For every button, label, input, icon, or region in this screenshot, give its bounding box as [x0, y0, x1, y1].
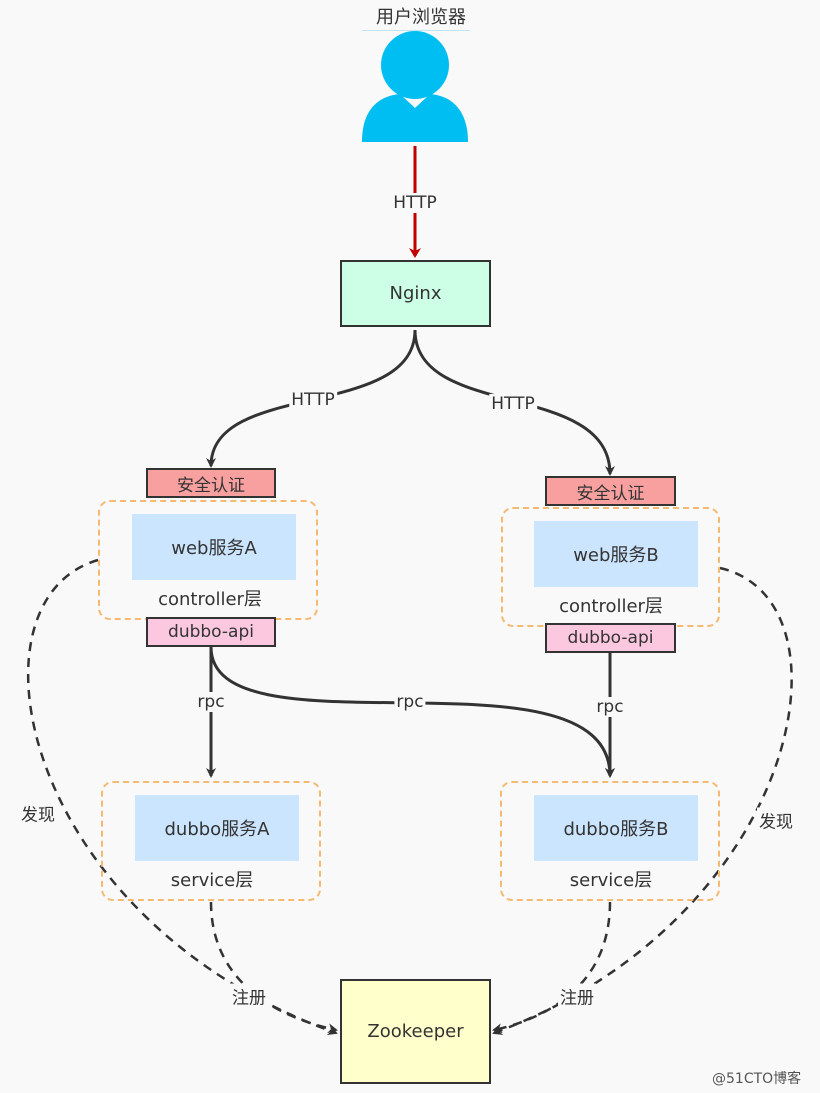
dubbo-b-service: dubbo服务B	[534, 795, 698, 861]
dubbo-a-layer: service层	[170, 870, 254, 891]
user-title-underline	[362, 30, 470, 31]
web-a-api: dubbo-api	[146, 617, 276, 647]
web-b-service: web服务B	[534, 521, 698, 587]
edge-label-user-nginx: HTTP	[391, 193, 439, 213]
dubbo-a-service: dubbo服务A	[135, 795, 299, 861]
edge-label-rpc-a: rpc	[195, 692, 227, 712]
edge-label-rpc-b: rpc	[594, 697, 626, 717]
edge-label-register-right: 注册	[558, 983, 596, 1009]
dubbo-a-group	[101, 781, 321, 901]
edge-label-register-left: 注册	[230, 983, 268, 1009]
user-icon	[362, 31, 468, 142]
zookeeper-node: Zookeeper	[340, 979, 491, 1084]
edge-register-right	[492, 901, 612, 1034]
edge-discover-right	[492, 566, 793, 1035]
edge-label-discover-left: 发现	[19, 800, 57, 826]
web-a-service: web服务A	[132, 514, 296, 580]
edge-label-nginx-a: HTTP	[289, 390, 337, 410]
web-a-layer: controller层	[158, 589, 262, 610]
web-b-layer: controller层	[559, 596, 663, 617]
user-title: 用户浏览器	[376, 7, 466, 28]
web-b-api: dubbo-api	[545, 623, 676, 653]
edge-discover-left	[26, 558, 338, 1036]
edge-register-left	[209, 901, 338, 1034]
edge-label-discover-right: 发现	[757, 807, 795, 833]
web-a-auth: 安全认证	[146, 468, 276, 498]
nginx-node: Nginx	[340, 260, 491, 327]
web-b-auth: 安全认证	[545, 476, 676, 506]
dubbo-b-group	[500, 781, 720, 901]
watermark: @51CTO博客	[712, 1071, 802, 1087]
edge-label-nginx-b: HTTP	[489, 394, 537, 414]
edge-label-rpc-cross: rpc	[394, 692, 426, 712]
dubbo-b-layer: service层	[569, 870, 653, 891]
